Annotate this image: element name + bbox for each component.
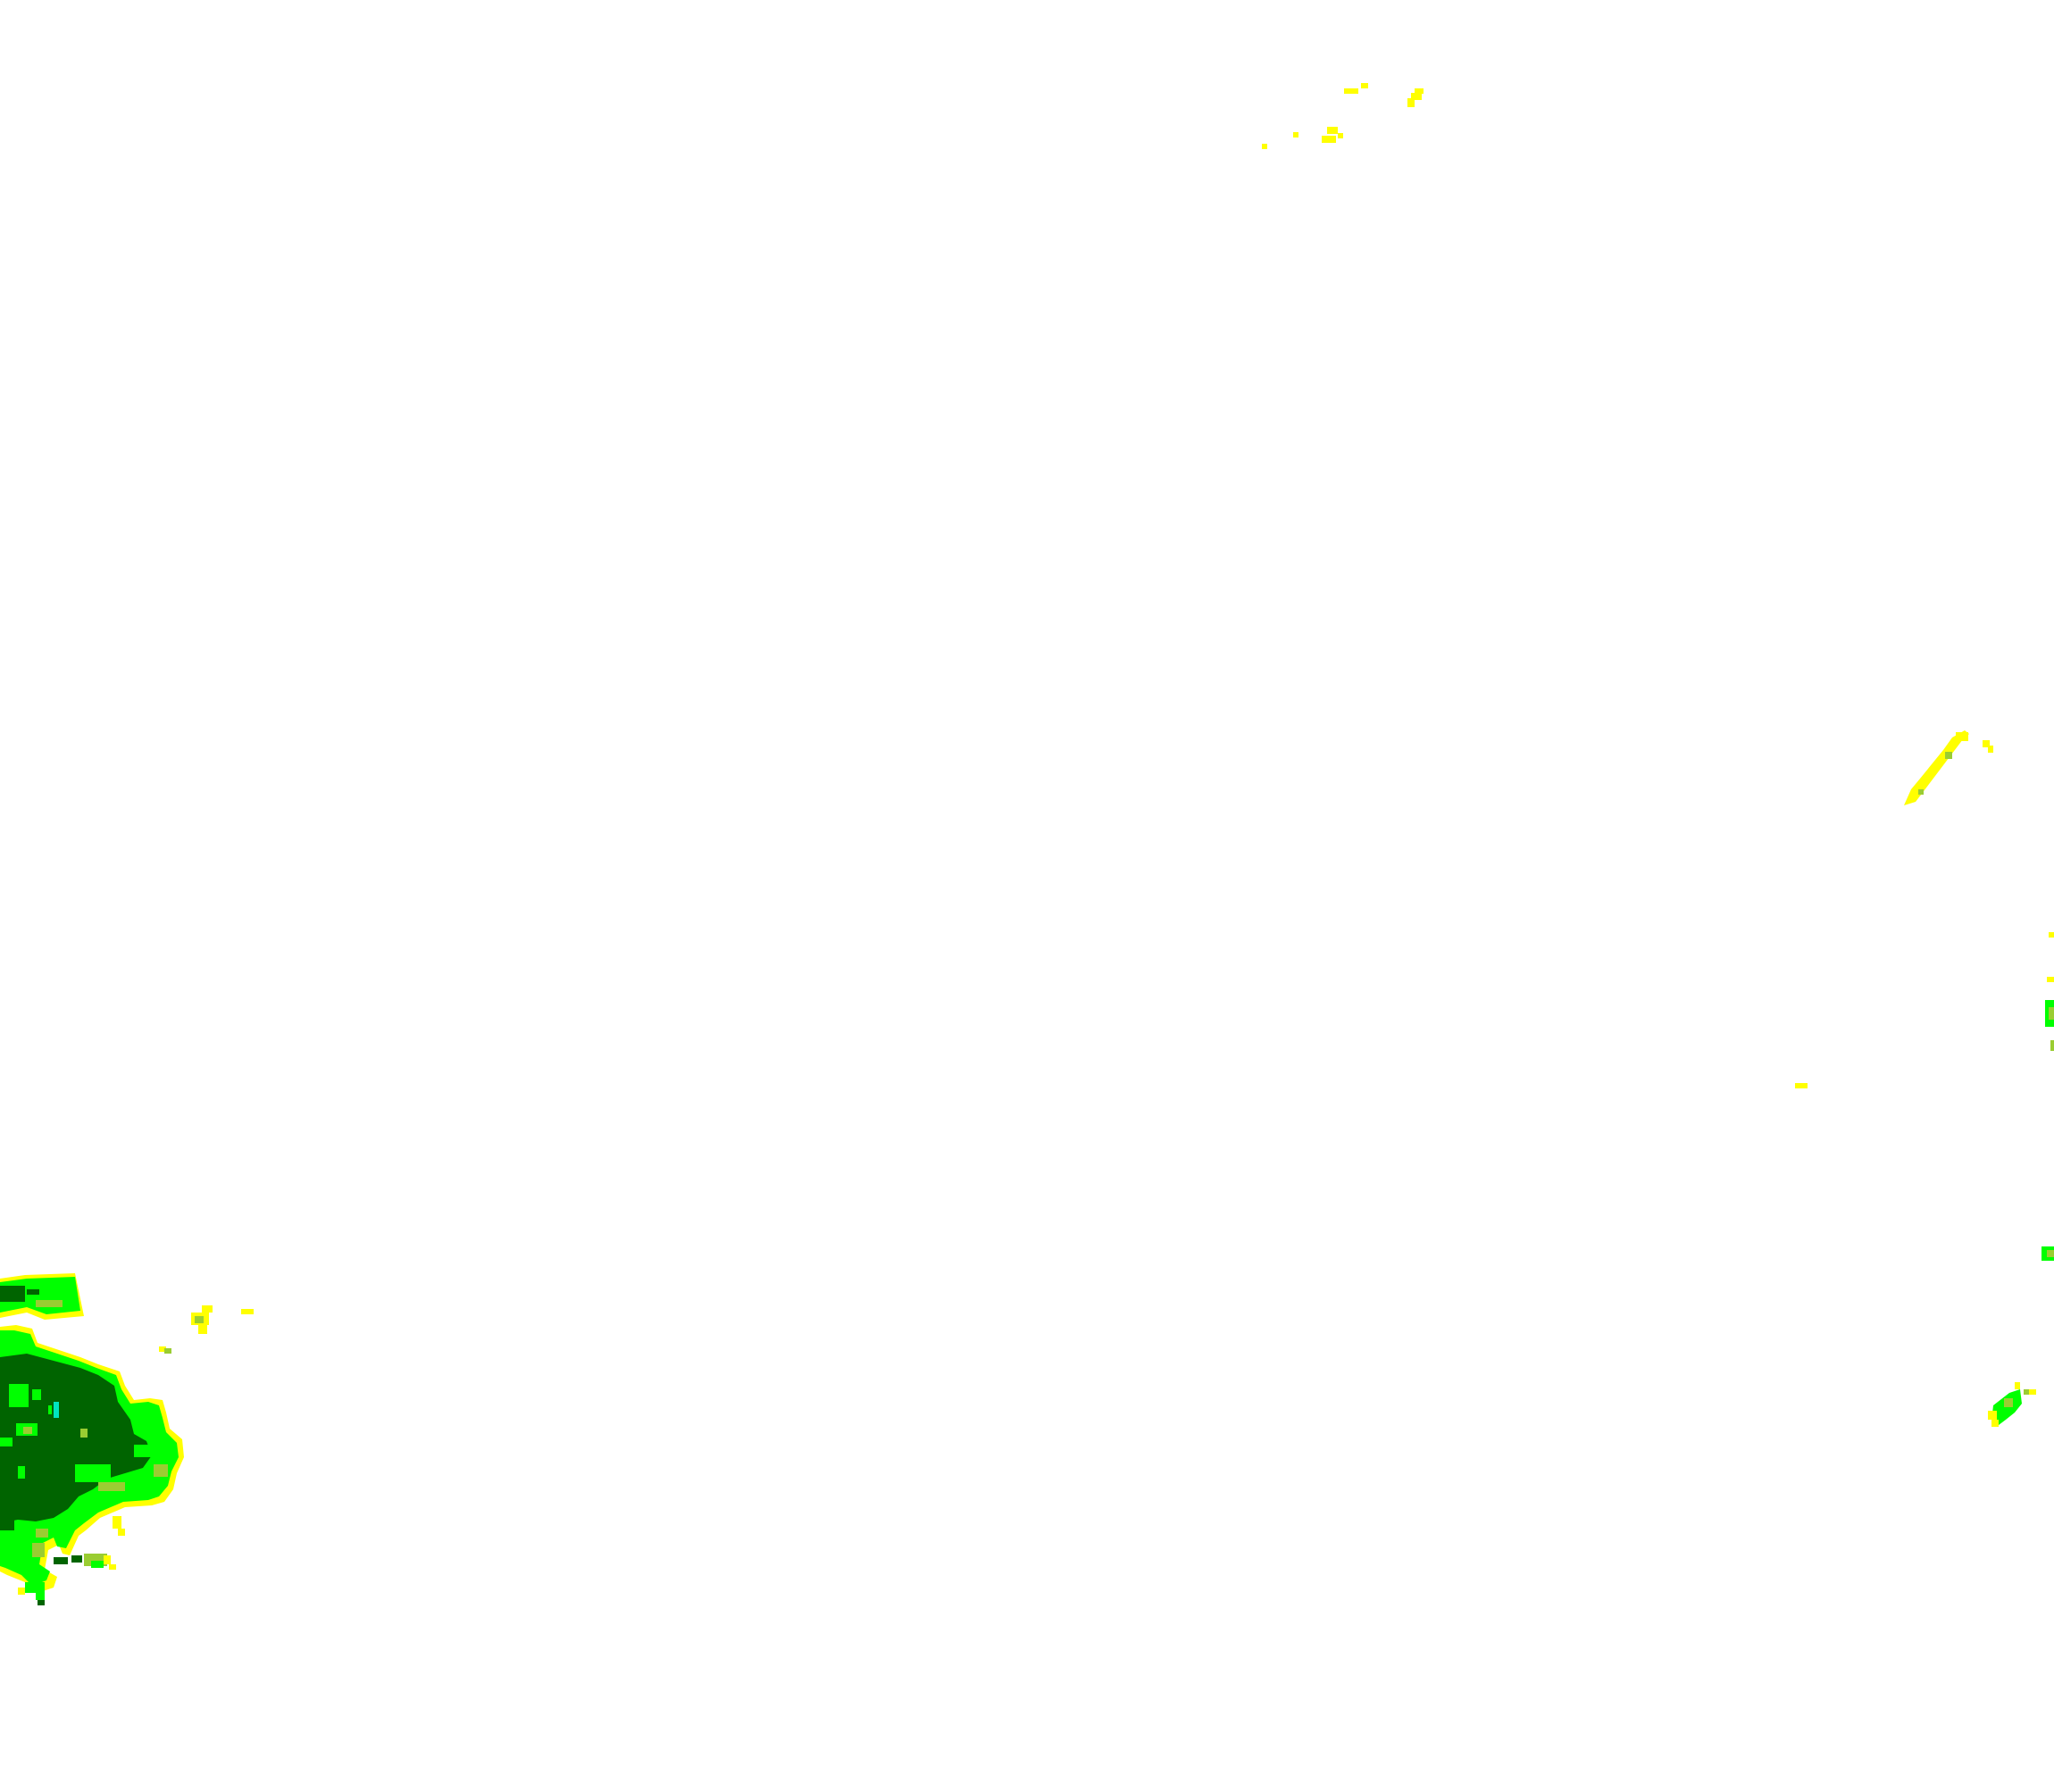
- echo-east-edge-cells: [1988, 932, 2054, 1427]
- echo-north-scatter: [1262, 83, 1424, 149]
- echo-southwest-storm-complex: [0, 1273, 254, 1605]
- echo-east-band: [1795, 730, 1993, 1088]
